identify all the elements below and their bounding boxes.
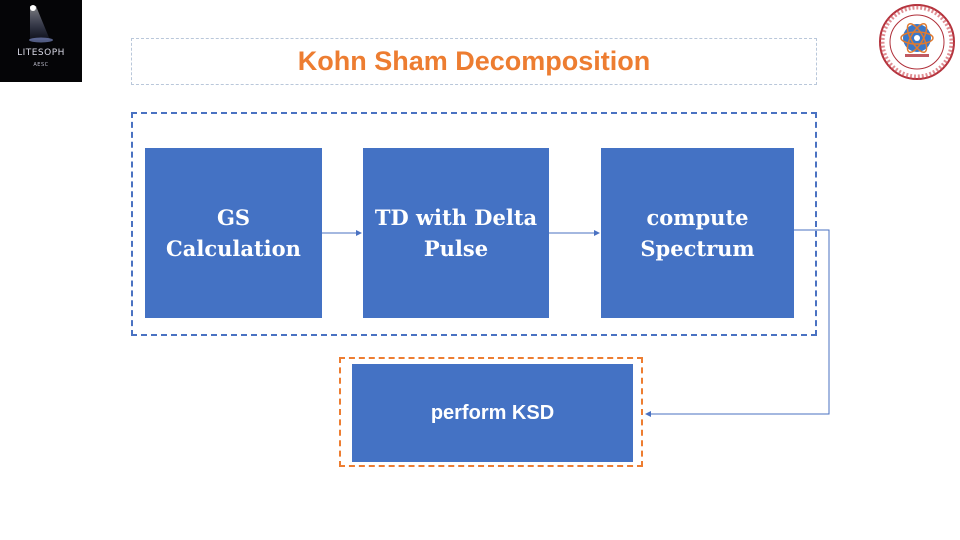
ksd-group-frame — [339, 357, 643, 467]
title-box: Kohn Sham Decomposition — [131, 38, 817, 85]
perform-ksd-node: perform KSD — [352, 364, 633, 462]
iiser-bhopal-seal — [878, 3, 956, 81]
gs-calculation-label: GS Calculation — [166, 205, 301, 261]
compute-spectrum-label: compute Spectrum — [640, 205, 755, 261]
td-delta-pulse-node: TD with Delta Pulse — [363, 148, 549, 318]
litesoph-logo: LITESOPH AESC — [0, 0, 82, 82]
logo-left-subtext: AESC — [33, 62, 49, 68]
spotlight-icon — [29, 5, 53, 43]
td-delta-pulse-label: TD with Delta Pulse — [374, 205, 538, 261]
seal-icon — [879, 4, 955, 80]
gs-calculation-node: GS Calculation — [145, 148, 322, 318]
logo-left-text: LITESOPH — [17, 48, 65, 58]
page-title: Kohn Sham Decomposition — [297, 46, 651, 76]
perform-ksd-label: perform KSD — [430, 401, 555, 424]
compute-spectrum-node: compute Spectrum — [601, 148, 794, 318]
workflow-group-frame — [131, 112, 817, 336]
